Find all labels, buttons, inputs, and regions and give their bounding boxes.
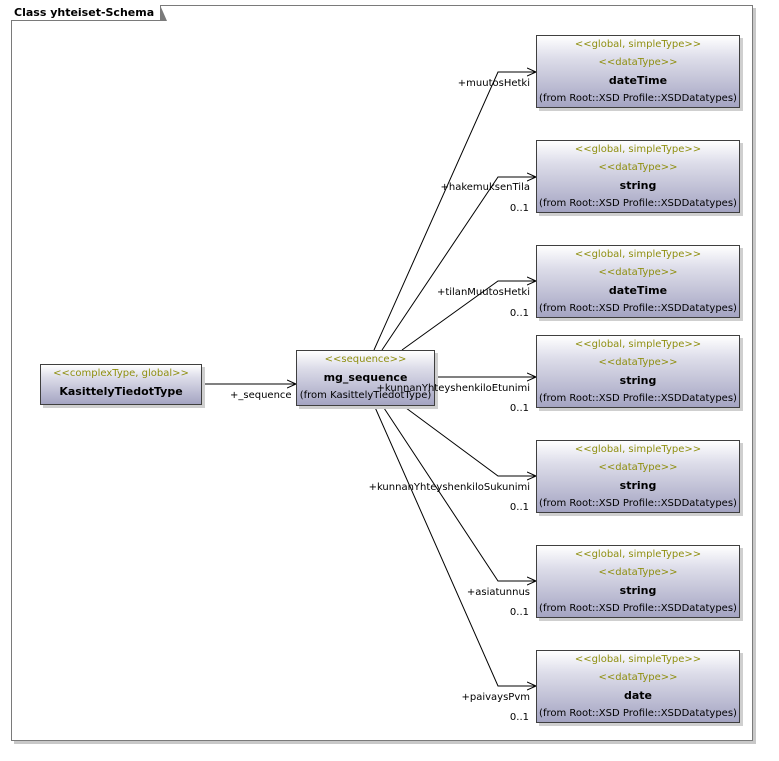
datatype-stereotype: <<global, simpleType>>: [574, 654, 702, 665]
datatype-stereotype: <<dataType>>: [598, 567, 678, 578]
datatype-from: (from Root::XSD Profile::XSDDatatypes): [539, 393, 737, 404]
class-mg-sequence[interactable]: <<sequence>> mg_sequence (from Kasittely…: [296, 350, 435, 406]
role-label: +kunnanYhteyshenkiloSukunimi: [368, 482, 530, 493]
multiplicity-label: 0..1: [509, 203, 529, 214]
datatype-stereotype: <<global, simpleType>>: [574, 549, 702, 560]
class-name: KasittelyTiedotType: [59, 385, 183, 398]
datatype-from: (from Root::XSD Profile::XSDDatatypes): [539, 198, 737, 209]
datatype-box[interactable]: <<global, simpleType>> <<dataType>> stri…: [536, 335, 740, 408]
sequence-name: mg_sequence: [323, 371, 408, 384]
datatype-name: dateTime: [608, 284, 668, 297]
datatype-stereotype: <<global, simpleType>>: [574, 339, 702, 350]
role-label: +muutosHetki: [457, 78, 530, 89]
multiplicity-label: 0..1: [509, 308, 529, 319]
role-label: +paivaysPvm: [461, 692, 531, 703]
datatype-box[interactable]: <<global, simpleType>> <<dataType>> stri…: [536, 140, 740, 213]
datatype-stereotype: <<global, simpleType>>: [574, 39, 702, 50]
datatype-from: (from Root::XSD Profile::XSDDatatypes): [539, 708, 737, 719]
datatype-box[interactable]: <<global, simpleType>> <<dataType>> stri…: [536, 440, 740, 513]
multiplicity-label: 0..1: [509, 712, 529, 723]
sequence-stereotype: <<sequence>>: [324, 354, 407, 365]
multiplicity-label: 0..1: [509, 403, 529, 414]
datatype-name: string: [619, 179, 657, 192]
connector-hakemuksenTila[interactable]: [381, 177, 536, 351]
connector-asiatunnus[interactable]: [381, 404, 536, 581]
datatype-stereotype: <<dataType>>: [598, 162, 678, 173]
multiplicity-label: 0..1: [509, 502, 529, 513]
datatype-box[interactable]: <<global, simpleType>> <<dataType>> date…: [536, 245, 740, 318]
role-label: +kunnanYhteyshenkiloEtunimi: [376, 383, 531, 394]
multiplicity-label: 0..1: [509, 607, 529, 618]
datatype-from: (from Root::XSD Profile::XSDDatatypes): [539, 303, 737, 314]
datatype-name: date: [623, 689, 652, 702]
datatype-name: string: [619, 374, 657, 387]
datatype-name: string: [619, 479, 657, 492]
sequence-from: (from KasittelyTiedotType): [299, 390, 432, 401]
role-sequence: +_sequence: [230, 390, 292, 401]
class-kasittelytiedottype[interactable]: <<complexType, global>> KasittelyTiedotT…: [40, 364, 202, 405]
datatype-stereotype: <<dataType>>: [598, 462, 678, 473]
datatype-from: (from Root::XSD Profile::XSDDatatypes): [539, 603, 737, 614]
connector-muutosHetki[interactable]: [373, 72, 536, 351]
datatype-stereotype: <<dataType>>: [598, 357, 678, 368]
connector-kunnanYhteyshenkiloSukunimi[interactable]: [401, 404, 536, 476]
role-label: +asiatunnus: [466, 587, 530, 598]
datatype-from: (from Root::XSD Profile::XSDDatatypes): [539, 93, 737, 104]
datatype-stereotype: <<global, simpleType>>: [574, 144, 702, 155]
datatype-name: string: [619, 584, 657, 597]
datatype-box[interactable]: <<global, simpleType>> <<dataType>> date…: [536, 650, 740, 723]
datatype-name: dateTime: [608, 74, 668, 87]
datatype-stereotype: <<dataType>>: [598, 672, 678, 683]
datatype-box[interactable]: <<global, simpleType>> <<dataType>> date…: [536, 35, 740, 108]
datatype-stereotype: <<dataType>>: [598, 57, 678, 68]
class-stereotype: <<complexType, global>>: [53, 368, 189, 379]
datatype-stereotype: <<dataType>>: [598, 267, 678, 278]
diagram-title: Class yhteiset-Schema: [11, 5, 168, 21]
datatype-from: (from Root::XSD Profile::XSDDatatypes): [539, 498, 737, 509]
role-label: +hakemuksenTila: [440, 182, 531, 193]
datatype-stereotype: <<global, simpleType>>: [574, 249, 702, 260]
connector-tilanMuutosHetki[interactable]: [401, 281, 536, 351]
datatype-stereotype: <<global, simpleType>>: [574, 444, 702, 455]
datatype-box[interactable]: <<global, simpleType>> <<dataType>> stri…: [536, 545, 740, 618]
role-label: +tilanMuutosHetki: [436, 287, 530, 298]
connector-paivaysPvm[interactable]: [373, 404, 536, 686]
